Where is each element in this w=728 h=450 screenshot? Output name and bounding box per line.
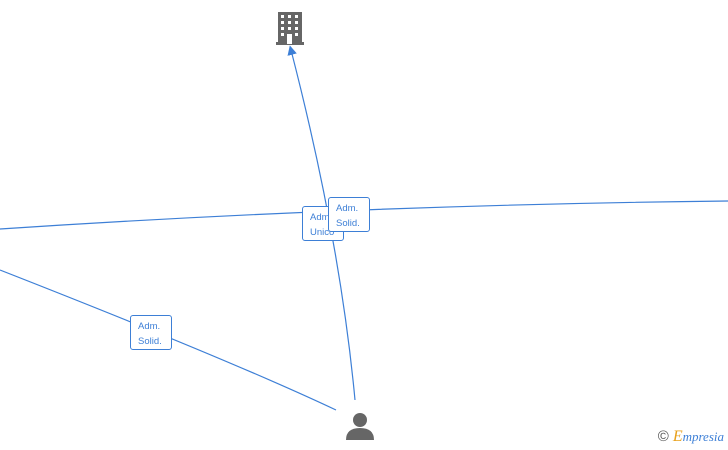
- edge-label-line2: Solid.: [138, 336, 162, 347]
- brand-initial: E: [672, 428, 683, 445]
- edge-label-adm-solid-center[interactable]: Adm. Solid.: [328, 197, 370, 232]
- empresia-watermark: ©Empresia: [658, 428, 724, 446]
- building-icon[interactable]: [276, 12, 304, 45]
- edge-left-to-person[interactable]: [0, 269, 337, 411]
- brand-name: mpresia: [682, 429, 724, 444]
- edge-label-adm-solid-left[interactable]: Adm. Solid.: [130, 315, 172, 350]
- edge-label-line1: Adm.: [138, 321, 161, 332]
- person-icon[interactable]: [346, 413, 374, 440]
- copyright-icon: ©: [657, 428, 669, 445]
- edge-label-line2: Solid.: [336, 218, 360, 229]
- edge-label-line1: Adm.: [310, 212, 333, 223]
- edge-label-line1: Adm.: [336, 203, 359, 214]
- edge-label-line2: Unico: [310, 227, 335, 238]
